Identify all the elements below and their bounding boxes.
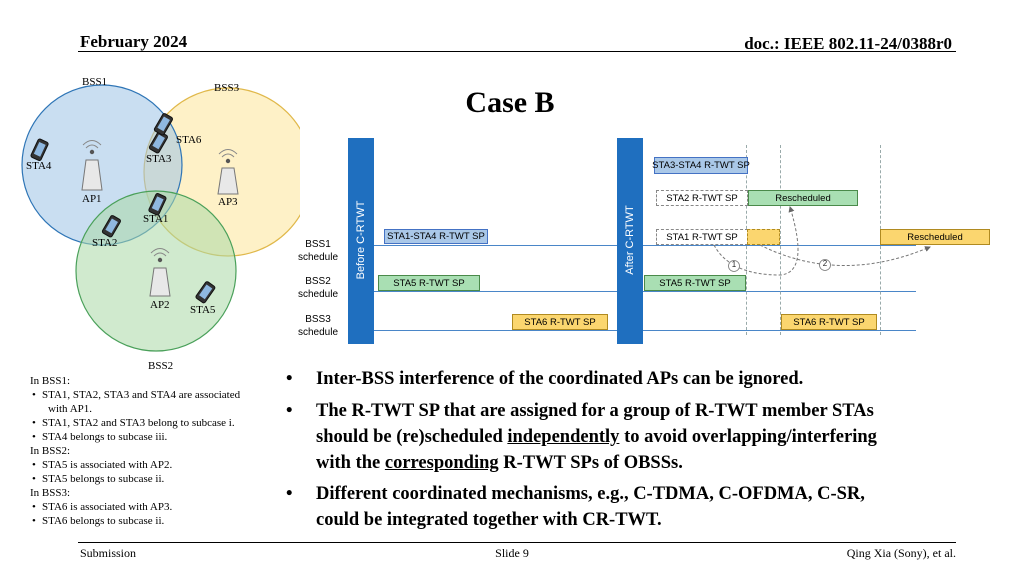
footer-rule (78, 542, 956, 543)
sta1-phone-icon (148, 192, 167, 216)
bullet-1: •Inter-BSS interference of the coordinat… (286, 369, 804, 389)
sta5-label: STA5 (190, 304, 216, 316)
before-sta6-sp: STA6 R-TWT SP (512, 314, 608, 330)
sta4-label: STA4 (26, 160, 52, 172)
step-1-marker: 1 (731, 260, 737, 269)
after-c-rtwt-bar (617, 138, 643, 344)
sta2-phone-icon (101, 215, 121, 238)
sta3-label: STA3 (146, 153, 172, 165)
bss2-label: BSS2 (148, 360, 174, 372)
before-sta1-sta4-sp: STA1-STA4 R-TWT SP (384, 229, 488, 244)
after-sta6-sp: STA6 R-TWT SP (781, 314, 877, 330)
after-sta5-sp: STA5 R-TWT SP (644, 275, 746, 291)
ap3-icon (217, 149, 239, 195)
after-sta2-sp: STA2 R-TWT SP (656, 190, 748, 206)
step-2-marker: 2 (822, 259, 828, 268)
ap2-label: AP2 (150, 299, 170, 311)
bullet-2: • The R-TWT SP that are assigned for a g… (286, 401, 877, 473)
ap1-label: AP1 (82, 193, 102, 205)
header-rule (78, 51, 956, 52)
footer-submission: Submission (80, 546, 137, 560)
sta2-label: STA2 (92, 237, 118, 249)
sta4-phone-icon (30, 138, 49, 162)
after-overlap-slot (747, 229, 780, 245)
after-sta2-rescheduled: Rescheduled (748, 190, 858, 206)
bss-topology-diagram (21, 84, 300, 352)
sta1-label: STA1 (143, 213, 169, 225)
bss3-label: BSS3 (214, 82, 240, 94)
before-c-rtwt-label: Before C-RTWT (355, 200, 367, 280)
after-sta3-sta4-sp: STA3-STA4 R-TWT SP (652, 157, 750, 174)
footer-author: Qing Xia (Sony), et al. (846, 546, 956, 560)
page-title: Case B (465, 86, 555, 119)
dashed-divider (780, 145, 781, 335)
reschedule-arrows (713, 206, 931, 276)
ap2-icon (149, 248, 171, 297)
header-date: February 2024 (80, 32, 188, 51)
before-c-rtwt-bar (348, 138, 374, 344)
sta5-phone-icon (195, 281, 216, 304)
ap3-label: AP3 (218, 196, 238, 208)
footer-slide-number: Slide 9 (495, 546, 529, 560)
after-c-rtwt-label: After C-RTWT (624, 205, 636, 275)
before-sta5-sp: STA5 R-TWT SP (378, 275, 480, 291)
bullet-3: • Different coordinated mechanisms, e.g.… (286, 484, 865, 530)
header-doc: doc.: IEEE 802.11-24/0388r0 (744, 34, 952, 53)
sta6-phone-icon (153, 113, 173, 136)
bss-notes: In BSS1: STA1, STA2, STA3 and STA4 are a… (30, 374, 280, 528)
after-sta1-rescheduled: Rescheduled (880, 229, 990, 245)
bss1-label: BSS1 (82, 76, 108, 88)
sta6-label: STA6 (176, 134, 202, 146)
ap1-icon (81, 140, 103, 191)
